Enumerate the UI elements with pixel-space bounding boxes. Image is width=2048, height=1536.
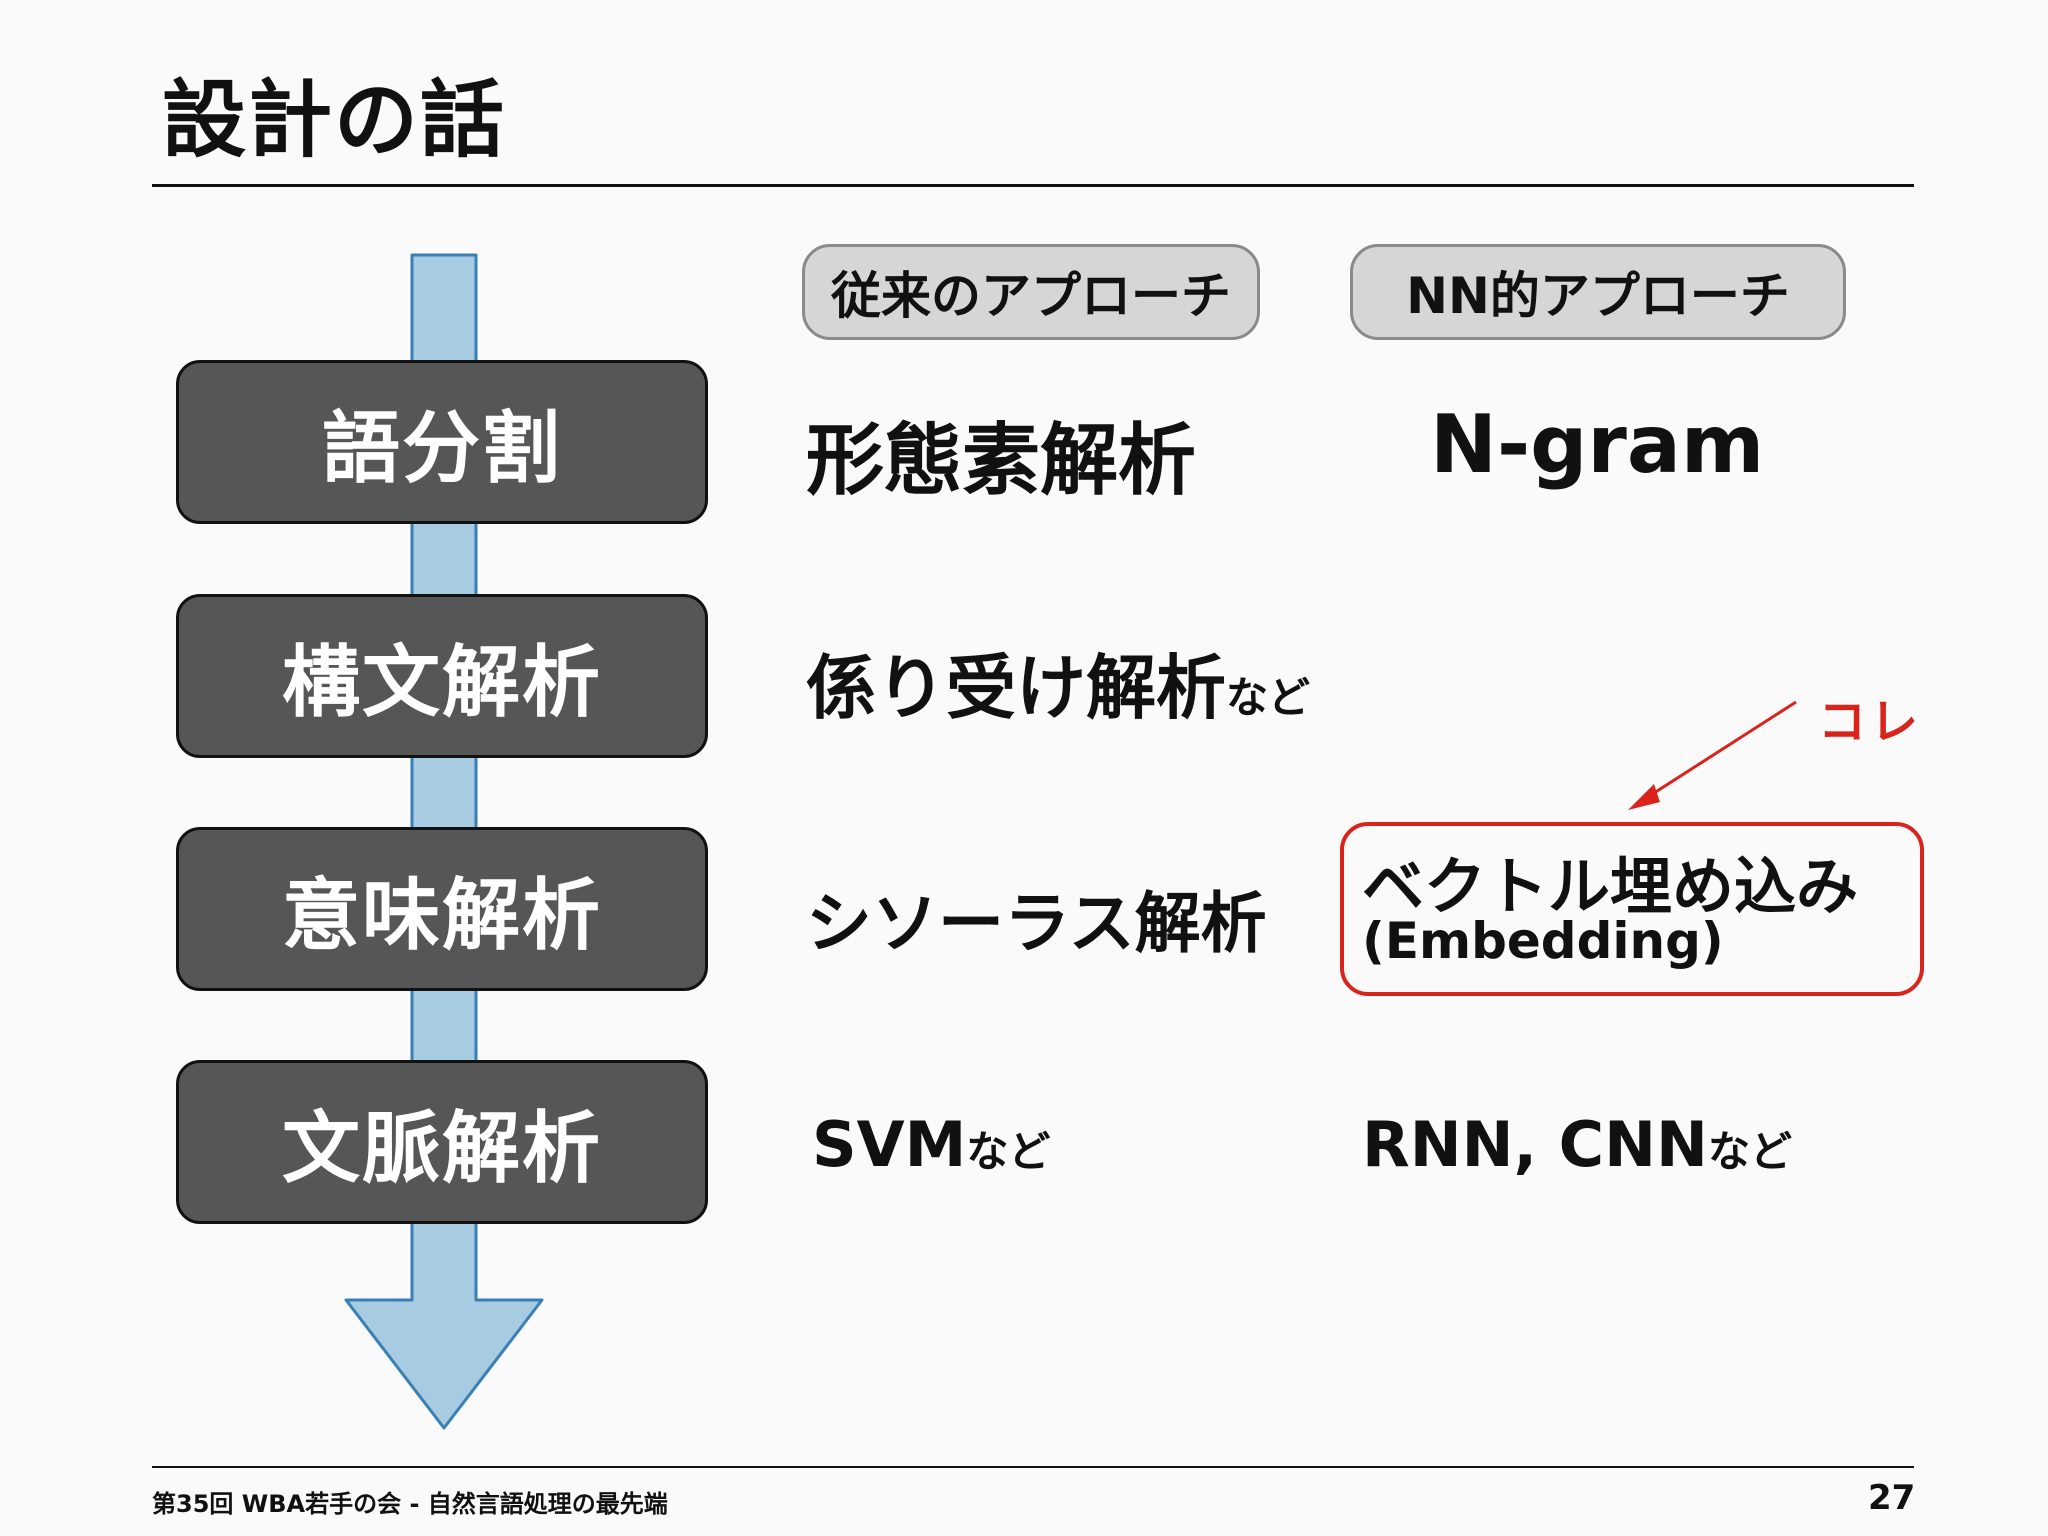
title-divider — [152, 184, 1914, 187]
nn-approach-header: NN的アプローチ — [1350, 244, 1846, 340]
highlight-box — [1340, 822, 1924, 996]
nn-row-1-text: N-gram — [1430, 398, 1765, 491]
stage-semantic-analysis: 意味解析 — [176, 827, 708, 991]
slide-title: 設計の話 — [162, 71, 507, 169]
callout-arrow-icon — [1628, 700, 1797, 810]
traditional-row-4-text: SVM — [812, 1108, 967, 1181]
callout-label: コレ — [1818, 694, 1923, 750]
traditional-row-2-text: 係り受け解析 — [806, 647, 1226, 729]
nn-row-4-text: RNN, CNN — [1362, 1108, 1708, 1181]
nn-row-4-suffix: など — [1707, 1127, 1792, 1176]
nn-row-3-text: ベクトル埋め込み — [1362, 850, 1859, 923]
footer-divider — [152, 1466, 1914, 1468]
nn-row-4: RNN, CNNなど — [1362, 1108, 1792, 1181]
slide-footer: 第35回 WBA若手の会 - 自然言語処理の最先端 — [152, 1490, 668, 1518]
traditional-row-2: 係り受け解析など — [806, 632, 1310, 733]
nn-row-3-subtext: (Embedding) — [1362, 912, 1724, 970]
page-number: 27 — [1868, 1478, 1916, 1518]
traditional-row-1-text: 形態素解析 — [806, 416, 1197, 506]
traditional-row-2-suffix: など — [1226, 673, 1311, 722]
traditional-row-3: シソーラス解析 — [806, 870, 1267, 966]
traditional-row-1: 形態素解析 — [806, 398, 1196, 510]
stage-word-segmentation: 語分割 — [176, 360, 708, 524]
stage-context-analysis: 文脈解析 — [176, 1060, 708, 1224]
traditional-row-4-suffix: など — [966, 1127, 1051, 1176]
traditional-row-4: SVMなど — [812, 1108, 1050, 1181]
traditional-row-3-text: シソーラス解析 — [806, 885, 1267, 962]
stage-syntactic-analysis: 構文解析 — [176, 594, 708, 758]
nn-row-1: N-gram — [1430, 398, 1764, 491]
traditional-approach-header: 従来のアプローチ — [802, 244, 1260, 340]
